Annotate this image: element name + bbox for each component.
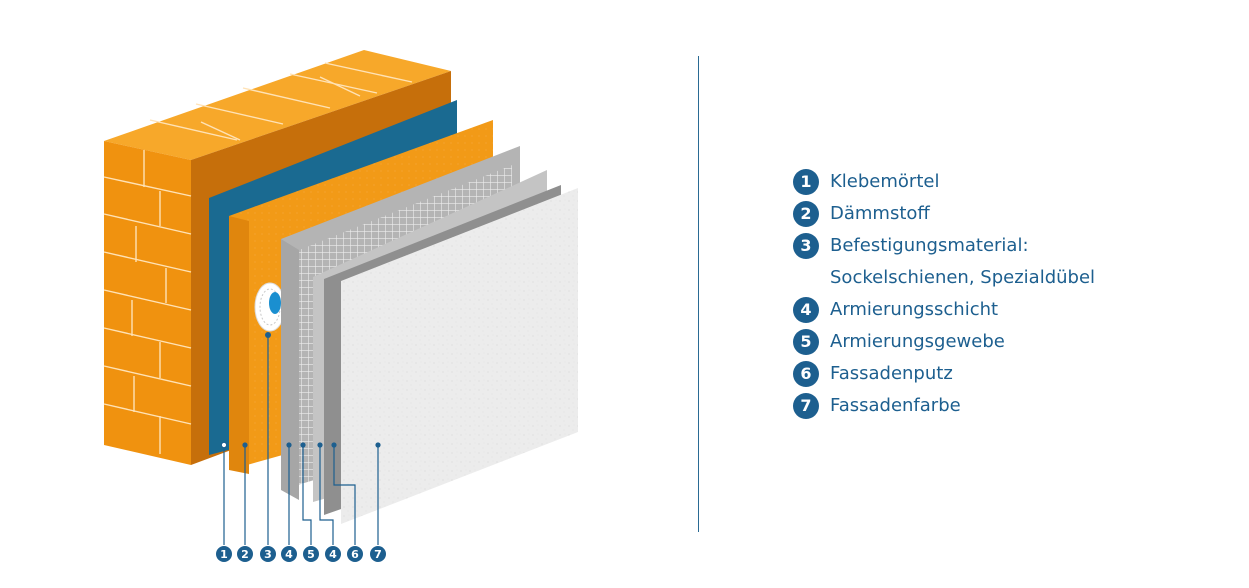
callout-number: 4 [329,548,337,561]
legend-item: 3 Befestigungsmaterial: Sockelschienen, … [793,230,1095,294]
callout-badge [325,546,341,562]
legend-item: 7 Fassadenfarbe [793,390,1095,422]
legend-item: 6 Fassadenputz [793,358,1095,390]
callout-badge [281,546,297,562]
legend-item: 1 Klebemörtel [793,166,1095,198]
legend: 1 Klebemörtel 2 Dämmstoff 3 Befestigungs… [793,166,1095,422]
callout-badge [370,546,386,562]
callout-anchors [220,441,381,449]
divider-line [698,56,699,532]
legend-item: 4 Armierungsschicht [793,294,1095,326]
callout-number: 1 [220,548,228,561]
legend-item: 5 Armierungsgewebe [793,326,1095,358]
legend-label: Armierungsschicht [830,299,999,320]
dowel-icon [254,282,286,338]
legend-number-badge: 7 [793,393,819,419]
callout-lines [223,335,379,545]
legend-number-badge: 1 [793,169,819,195]
legend-label: Klebemörtel [830,171,940,192]
legend-number-badge: 3 [793,233,819,259]
callout-badge [260,546,276,562]
callout-number: 2 [241,548,249,561]
layer-facade-paint [341,188,578,524]
legend-item: 2 Dämmstoff [793,198,1095,230]
callout-number: 5 [307,548,315,561]
legend-number-badge: 4 [793,297,819,323]
callout-badge [216,546,232,562]
legend-label-line2: Sockelschienen, Spezialdübel [830,267,1096,288]
callout-badge [237,546,253,562]
legend-number-badge: 2 [793,201,819,227]
callout-badge [303,546,319,562]
legend-number-badge: 5 [793,329,819,355]
legend-number-badge: 6 [793,361,819,387]
callout-badge [347,546,363,562]
callout-number: 4 [285,548,293,561]
callout-number: 7 [374,548,382,561]
legend-label: Fassadenputz [830,363,953,384]
legend-label: Fassadenfarbe [830,395,961,416]
legend-label: Dämmstoff [830,203,930,224]
legend-label: Armierungsgewebe [830,331,1005,352]
legend-label: Befestigungsmaterial: [830,235,1029,256]
callout-number: 3 [264,548,272,561]
callout-number: 6 [351,548,359,561]
